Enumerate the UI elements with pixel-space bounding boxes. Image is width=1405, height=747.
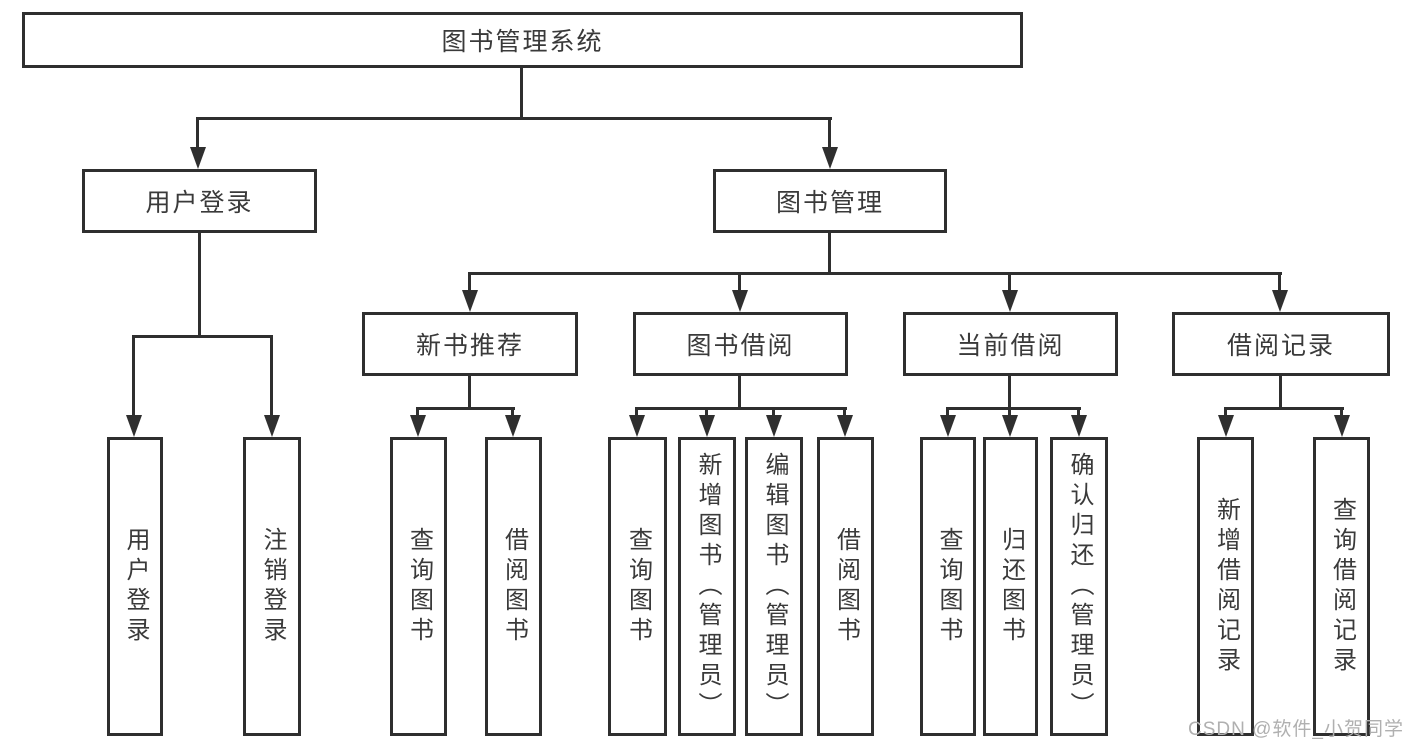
leaf-add-books-admin: 新增图书（管理员） (678, 437, 736, 736)
node-label: 当前借阅 (956, 332, 1065, 360)
node-book-borrow: 图书借阅 (633, 312, 848, 376)
arrowhead-icon (629, 415, 645, 437)
leaf-borrow-books-recommend: 借阅图书 (485, 437, 542, 736)
leaf-borrow-books: 借阅图书 (817, 437, 874, 736)
connector-leaf-drop (705, 407, 708, 421)
connector-user-login-stub (198, 233, 201, 337)
arrowhead-icon (1334, 415, 1350, 437)
connector-to-user-login (196, 117, 199, 149)
arrowhead-icon (410, 415, 426, 437)
leaf-label: 确认归还（管理员） (1066, 451, 1093, 722)
connector-new-book-recommend-branch-line (416, 407, 515, 410)
arrowhead-icon (505, 415, 521, 437)
csdn-watermark: CSDN @软件_小贺同学 (1188, 719, 1404, 740)
leaf-query-books-current: 查询图书 (920, 437, 976, 736)
leaf-confirm-return-admin: 确认归还（管理员） (1050, 437, 1108, 736)
connector-borrow-records-stub (1279, 376, 1282, 410)
leaf-user-login: 用户登录 (107, 437, 163, 736)
connector-leaf-drop (772, 407, 775, 421)
arrowhead-icon (940, 415, 956, 437)
connector-leaf-drop (1224, 407, 1227, 421)
connector-new-book-recommend-stub (468, 376, 471, 410)
arrowhead-icon (264, 415, 280, 437)
leaf-edit-books-admin: 编辑图书（管理员） (745, 437, 803, 736)
connector-leaf-drop (1008, 407, 1011, 421)
connector-leaf-drop (1077, 407, 1080, 421)
leaf-query-borrow-record: 查询借阅记录 (1313, 437, 1370, 736)
arrowhead-icon (126, 415, 142, 437)
node-label: 借阅记录 (1226, 332, 1335, 360)
leaf-label: 注销登录 (259, 526, 286, 647)
node-user-login: 用户登录 (82, 169, 317, 233)
connector-to-current-borrow (1008, 272, 1011, 292)
arrowhead-icon (190, 147, 206, 169)
connector-book-management-stub (828, 233, 831, 275)
connector-to-new-book-recommend (468, 272, 471, 292)
leaf-label: 归还图书 (997, 526, 1025, 647)
leaf-label: 用户登录 (122, 526, 149, 647)
node-borrow-records: 借阅记录 (1172, 312, 1390, 376)
node-library-management-system: 图书管理系统 (22, 12, 1023, 68)
arrowhead-icon (1071, 415, 1087, 437)
node-current-borrow: 当前借阅 (903, 312, 1118, 376)
arrowhead-icon (1002, 415, 1018, 437)
connector-current-borrow-branch-line (946, 407, 1081, 410)
connector-book-management-branch-line (468, 272, 1282, 275)
leaf-query-books-borrow: 查询图书 (608, 437, 667, 736)
connector-to-leaf-logout (270, 335, 273, 417)
connector-root-branch-line (196, 117, 832, 120)
connector-book-borrow-branch-line (635, 407, 847, 410)
leaf-query-books-recommend: 查询图书 (390, 437, 447, 736)
leaf-label: 借阅图书 (832, 526, 860, 647)
leaf-add-borrow-record: 新增借阅记录 (1197, 437, 1254, 736)
node-new-book-recommend: 新书推荐 (362, 312, 578, 376)
leaf-label: 编辑图书（管理员） (761, 451, 788, 722)
leaf-logout-login: 注销登录 (243, 437, 301, 736)
node-label: 新书推荐 (415, 332, 524, 360)
arrowhead-icon (837, 415, 853, 437)
connector-leaf-drop (635, 407, 638, 421)
connector-root-stub (520, 66, 523, 118)
leaf-label: 新增图书（管理员） (694, 451, 721, 722)
leaf-return-books: 归还图书 (983, 437, 1038, 736)
arrowhead-icon (1218, 415, 1234, 437)
leaf-label: 查询图书 (935, 526, 962, 647)
node-label: 图书借阅 (686, 332, 795, 360)
arrowhead-icon (766, 415, 782, 437)
node-book-management: 图书管理 (713, 169, 947, 233)
connector-to-book-borrow (738, 272, 741, 292)
leaf-label: 查询图书 (624, 526, 652, 647)
connector-user-login-branch-line (132, 335, 273, 338)
arrowhead-icon (699, 415, 715, 437)
connector-leaf-drop (416, 407, 419, 421)
arrowhead-icon (1002, 290, 1018, 312)
arrowhead-icon (1272, 290, 1288, 312)
connector-to-leaf-user-login (132, 335, 135, 417)
leaf-label: 新增借阅记录 (1212, 496, 1240, 677)
connector-to-borrow-records (1278, 272, 1281, 292)
node-label: 用户登录 (145, 189, 254, 217)
arrowhead-icon (732, 290, 748, 312)
connector-to-book-management (828, 117, 831, 149)
connector-current-borrow-stub (1008, 376, 1011, 410)
connector-borrow-records-branch-line (1224, 407, 1344, 410)
connector-leaf-drop (843, 407, 846, 421)
leaf-label: 查询借阅记录 (1328, 496, 1356, 677)
node-label: 图书管理系统 (441, 28, 604, 56)
connector-book-borrow-stub (738, 376, 741, 410)
leaf-label: 借阅图书 (500, 526, 528, 647)
connector-leaf-drop (1340, 407, 1343, 421)
leaf-label: 查询图书 (405, 526, 433, 647)
connector-leaf-drop (511, 407, 514, 421)
arrowhead-icon (462, 290, 478, 312)
arrowhead-icon (822, 147, 838, 169)
connector-leaf-drop (946, 407, 949, 421)
node-label: 图书管理 (775, 189, 884, 217)
